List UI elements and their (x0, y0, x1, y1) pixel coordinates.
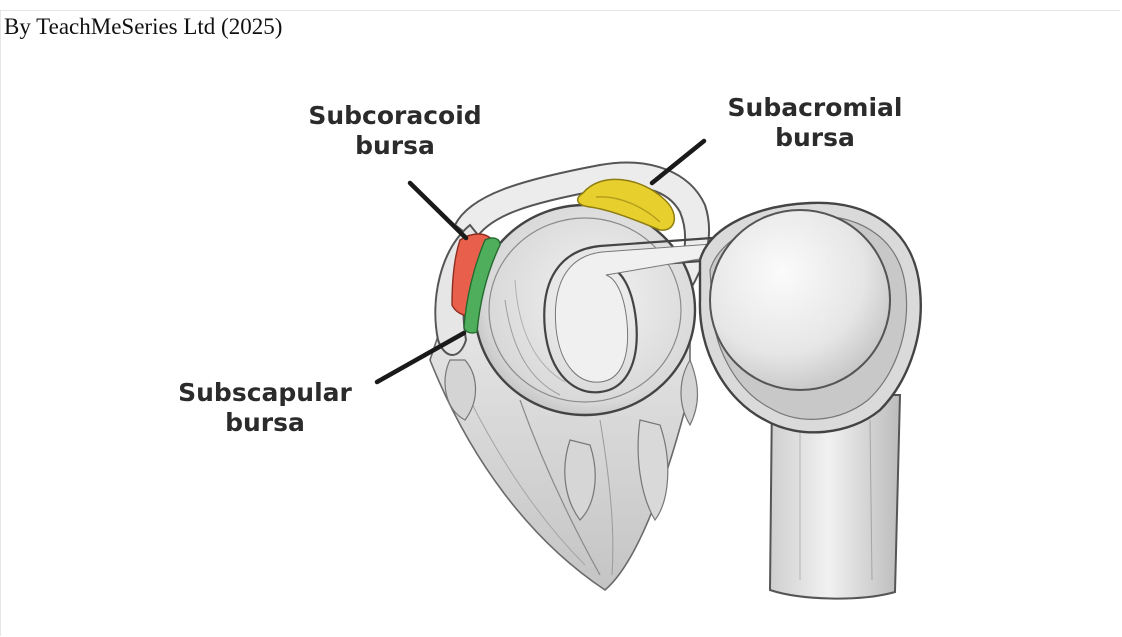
subacromial-label-line1: Subacromial (710, 93, 920, 123)
subacromial-label-line2: bursa (710, 123, 920, 153)
subscapular-bursa-label: Subscapular bursa (160, 378, 370, 438)
subacromial-bursa-label: Subacromial bursa (710, 93, 920, 153)
subscapular-label-line1: Subscapular (160, 378, 370, 408)
subcoracoid-label-line2: bursa (290, 131, 500, 161)
subcoracoid-label-line1: Subcoracoid (290, 101, 500, 131)
subscapular-label-line2: bursa (160, 408, 370, 438)
subcoracoid-bursa-label: Subcoracoid bursa (290, 101, 500, 161)
subcoracoid-leader-line (410, 183, 466, 238)
humeral-head (710, 210, 890, 390)
